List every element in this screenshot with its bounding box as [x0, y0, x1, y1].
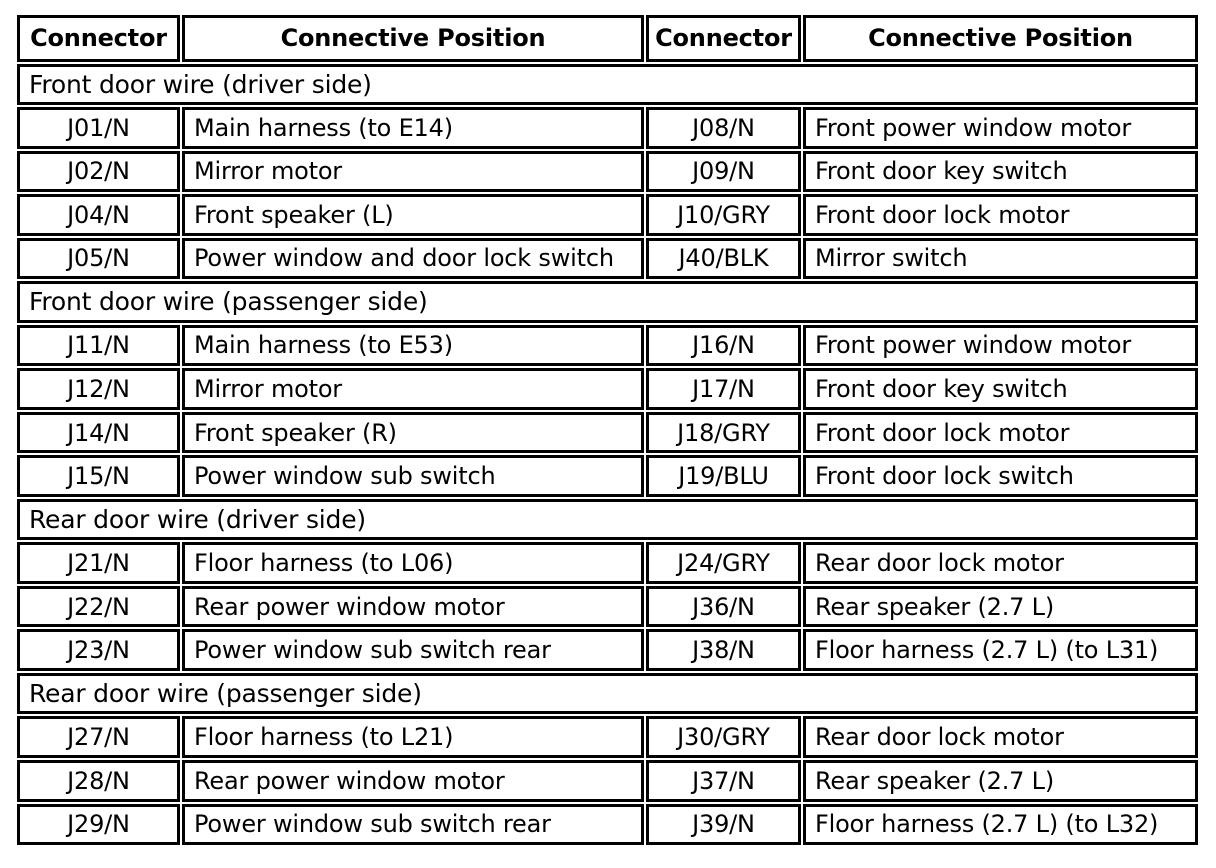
- connective-position-cell: Front speaker (R): [182, 411, 644, 454]
- connector-code-cell: J09/N: [646, 150, 801, 193]
- connective-position-cell: Front door lock motor: [803, 194, 1198, 236]
- table-row: J01/N Main harness (to E14) J08/N Front …: [17, 107, 1198, 149]
- connector-code-cell: J04/N: [17, 194, 180, 236]
- table-row: J04/N Front speaker (L) J10/GRY Front do…: [17, 194, 1198, 236]
- connective-position-cell: Rear power window motor: [182, 585, 644, 628]
- table-row: J05/N Power window and door lock switch …: [17, 237, 1198, 280]
- connector-code-cell: J23/N: [17, 629, 180, 671]
- connective-position-cell: Floor harness (2.7 L) (to L31): [803, 629, 1198, 671]
- table-row: J15/N Power window sub switch J19/BLU Fr…: [17, 455, 1198, 497]
- header-connective-position-right: Connective Position: [803, 15, 1198, 62]
- connective-position-cell: Floor harness (to L21): [182, 716, 644, 759]
- connective-position-cell: Mirror motor: [182, 150, 644, 193]
- connector-code-cell: J02/N: [17, 150, 180, 193]
- section-title: Front door wire (passenger side): [17, 281, 1198, 323]
- connective-position-cell: Main harness (to E14): [182, 107, 644, 149]
- connector-code-cell: J39/N: [646, 803, 801, 846]
- table-row: J02/N Mirror motor J09/N Front door key …: [17, 150, 1198, 193]
- connector-table: Connector Connective Position Connector …: [17, 15, 1198, 846]
- table-row: J22/N Rear power window motor J36/N Rear…: [17, 585, 1198, 628]
- connective-position-cell: Power window sub switch rear: [182, 803, 644, 846]
- connective-position-cell: Front door lock motor: [803, 411, 1198, 454]
- table-row: J21/N Floor harness (to L06) J24/GRY Rea…: [17, 542, 1198, 584]
- section-header-row: Front door wire (passenger side): [17, 281, 1198, 323]
- connector-code-cell: J19/BLU: [646, 455, 801, 497]
- table-row: J14/N Front speaker (R) J18/GRY Front do…: [17, 411, 1198, 454]
- section-header-row: Front door wire (driver side): [17, 63, 1198, 106]
- connector-code-cell: J11/N: [17, 324, 180, 367]
- connector-code-cell: J36/N: [646, 585, 801, 628]
- connector-code-cell: J08/N: [646, 107, 801, 149]
- connector-code-cell: J05/N: [17, 237, 180, 280]
- connector-code-cell: J14/N: [17, 411, 180, 454]
- header-connector-right: Connector: [646, 15, 801, 62]
- section-header-row: Rear door wire (driver side): [17, 498, 1198, 541]
- connective-position-cell: Mirror switch: [803, 237, 1198, 280]
- connective-position-cell: Rear speaker (2.7 L): [803, 585, 1198, 628]
- connector-code-cell: J16/N: [646, 324, 801, 367]
- connective-position-cell: Front door key switch: [803, 150, 1198, 193]
- connector-code-cell: J27/N: [17, 716, 180, 759]
- connective-position-cell: Floor harness (2.7 L) (to L32): [803, 803, 1198, 846]
- section-title: Rear door wire (passenger side): [17, 672, 1198, 715]
- connector-code-cell: J12/N: [17, 368, 180, 410]
- connector-code-cell: J24/GRY: [646, 542, 801, 584]
- connector-code-cell: J21/N: [17, 542, 180, 584]
- connector-code-cell: J15/N: [17, 455, 180, 497]
- table-row: J11/N Main harness (to E53) J16/N Front …: [17, 324, 1198, 367]
- table-row: J27/N Floor harness (to L21) J30/GRY Rea…: [17, 716, 1198, 759]
- connective-position-cell: Front power window motor: [803, 324, 1198, 367]
- connective-position-cell: Rear door lock motor: [803, 716, 1198, 759]
- connector-code-cell: J30/GRY: [646, 716, 801, 759]
- connective-position-cell: Main harness (to E53): [182, 324, 644, 367]
- section-title: Rear door wire (driver side): [17, 498, 1198, 541]
- connector-code-cell: J17/N: [646, 368, 801, 410]
- table-row: J12/N Mirror motor J17/N Front door key …: [17, 368, 1198, 410]
- header-connector-left: Connector: [17, 15, 180, 62]
- connective-position-cell: Power window sub switch rear: [182, 629, 644, 671]
- connective-position-cell: Rear speaker (2.7 L): [803, 760, 1198, 802]
- connective-position-cell: Power window and door lock switch: [182, 237, 644, 280]
- connective-position-cell: Rear power window motor: [182, 760, 644, 802]
- connector-code-cell: J37/N: [646, 760, 801, 802]
- connective-position-cell: Floor harness (to L06): [182, 542, 644, 584]
- connective-position-cell: Rear door lock motor: [803, 542, 1198, 584]
- connector-code-cell: J28/N: [17, 760, 180, 802]
- connector-code-cell: J18/GRY: [646, 411, 801, 454]
- table-header-row: Connector Connective Position Connector …: [17, 15, 1198, 62]
- header-connective-position-left: Connective Position: [182, 15, 644, 62]
- table-row: J28/N Rear power window motor J37/N Rear…: [17, 760, 1198, 802]
- connective-position-cell: Front power window motor: [803, 107, 1198, 149]
- table-row: J23/N Power window sub switch rear J38/N…: [17, 629, 1198, 671]
- connective-position-cell: Power window sub switch: [182, 455, 644, 497]
- connector-code-cell: J22/N: [17, 585, 180, 628]
- connector-code-cell: J38/N: [646, 629, 801, 671]
- table-row: J29/N Power window sub switch rear J39/N…: [17, 803, 1198, 846]
- connective-position-cell: Front door lock switch: [803, 455, 1198, 497]
- connective-position-cell: Front door key switch: [803, 368, 1198, 410]
- section-header-row: Rear door wire (passenger side): [17, 672, 1198, 715]
- connective-position-cell: Front speaker (L): [182, 194, 644, 236]
- connector-code-cell: J10/GRY: [646, 194, 801, 236]
- section-title: Front door wire (driver side): [17, 63, 1198, 106]
- connector-code-cell: J40/BLK: [646, 237, 801, 280]
- connective-position-cell: Mirror motor: [182, 368, 644, 410]
- connector-code-cell: J01/N: [17, 107, 180, 149]
- connector-code-cell: J29/N: [17, 803, 180, 846]
